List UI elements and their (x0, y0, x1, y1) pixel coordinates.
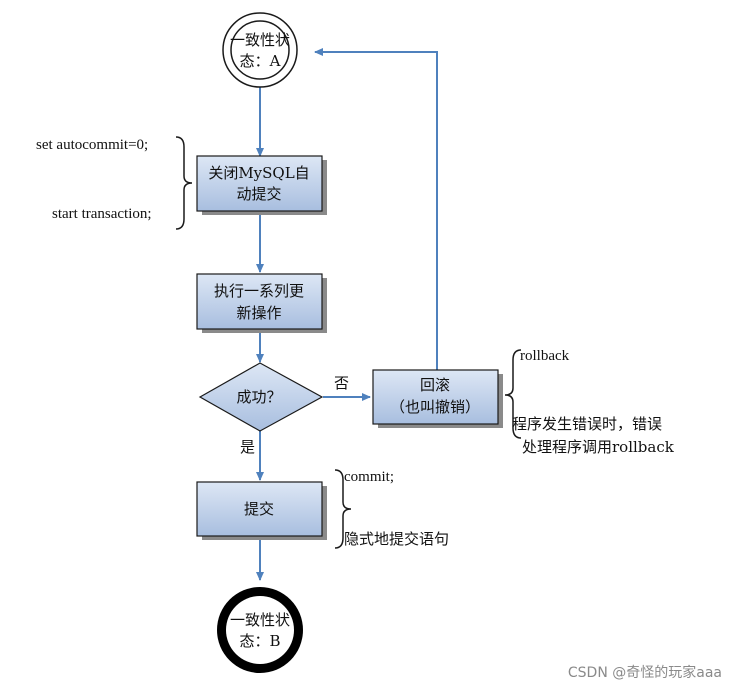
note-rollback-line1: rollback (520, 348, 570, 364)
brace-commit (334, 469, 352, 549)
edge-label-yes: 是 (240, 438, 255, 456)
note-rollback-line2: 程序发生错误时，错误 (512, 415, 662, 433)
decision-label: 成功？ (236, 388, 281, 406)
rollback-line1: 回滚 (420, 376, 450, 394)
note-commit-line2: 隐式地提交语句 (344, 530, 449, 548)
rollback-node: 回滚 （也叫撤销） (372, 369, 503, 428)
connectors (256, 48, 438, 581)
end-state-line2: 态：B (239, 632, 280, 650)
edge-label-no: 否 (334, 374, 349, 392)
braces (175, 136, 522, 549)
end-state-line1: 一致性状 (230, 611, 290, 629)
commit-node: 提交 (196, 481, 327, 540)
commit-label: 提交 (244, 500, 274, 518)
brace-rollback (504, 349, 522, 439)
execute-operations-node: 执行一系列更 新操作 (196, 273, 327, 333)
end-state-node: 一致性状 态：B (217, 587, 303, 673)
note-rollback-line3: 处理程序调用rollback (522, 438, 675, 456)
note-autocommit-line2: start transaction; (52, 206, 152, 222)
execute-operations-line1: 执行一系列更 (214, 282, 304, 300)
rollback-line2: （也叫撤销） (390, 398, 480, 416)
decision-node: 成功？ (198, 362, 324, 432)
arrow-rollback-to-start (314, 48, 438, 370)
note-commit-line1: commit; (344, 469, 394, 485)
execute-operations-line2: 新操作 (236, 304, 281, 322)
disable-autocommit-line2: 动提交 (236, 185, 281, 203)
watermark: CSDN @奇怪的玩家aaa (568, 664, 722, 681)
disable-autocommit-line1: 关闭MySQL自 (208, 164, 309, 182)
note-autocommit-line1: set autocommit=0; (36, 137, 148, 153)
brace-autocommit (175, 136, 193, 230)
start-state-line1: 一致性状 (230, 31, 290, 49)
disable-autocommit-node: 关闭MySQL自 动提交 (196, 155, 327, 215)
start-state-node: 一致性状 态：A (222, 12, 298, 88)
start-state-line2: 态：A (240, 52, 281, 70)
